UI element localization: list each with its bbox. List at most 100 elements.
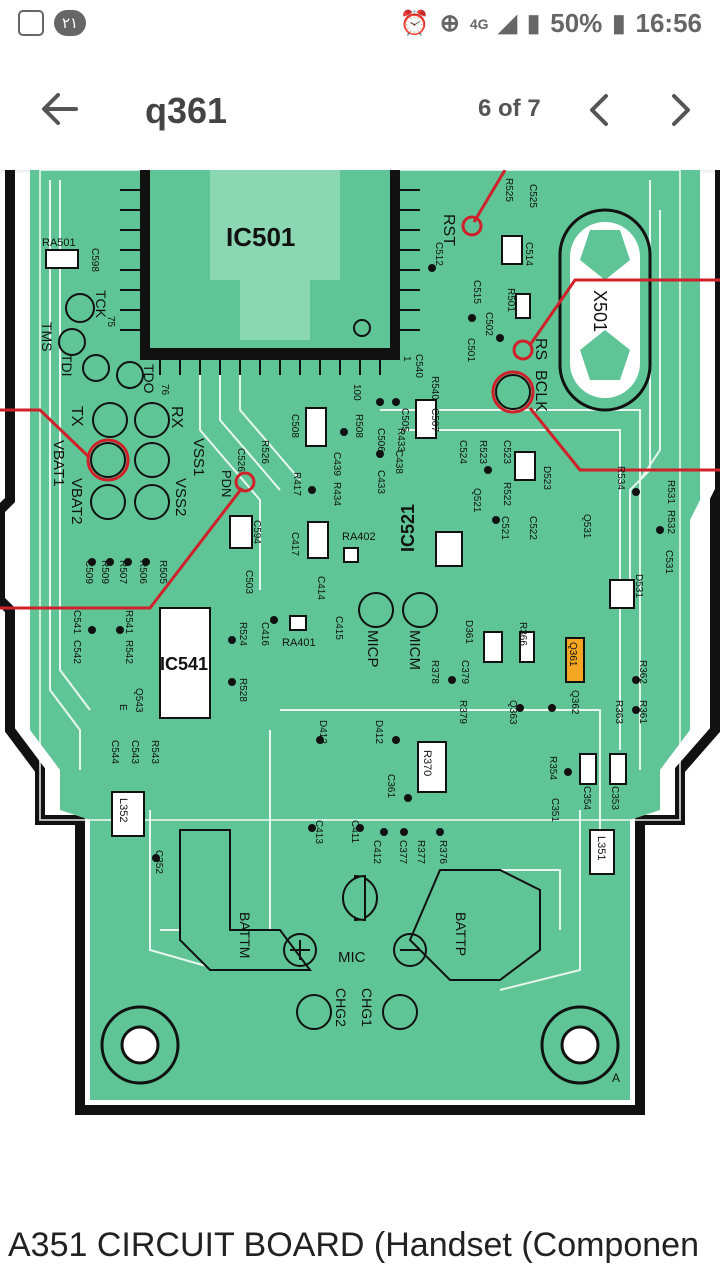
component-designator: R501 [505, 288, 516, 312]
component-designator: R522 [501, 482, 512, 506]
component-designator: C598 [89, 248, 100, 272]
micm-label: MICM [406, 630, 423, 670]
component-designator: C354 [581, 786, 592, 810]
component-designator: C523 [501, 440, 512, 464]
component-designator: R532 [665, 510, 676, 534]
component-designator: C351 [549, 798, 560, 822]
component-designator: C509 [83, 560, 94, 584]
component-designator: C512 [433, 242, 444, 266]
component-designator: C438 [393, 450, 404, 474]
component-designator: C531 [663, 550, 674, 574]
component-designator: R376 [437, 840, 448, 864]
component-designator: C542 [71, 640, 82, 664]
component-designator: 1 [401, 356, 412, 362]
chg2-label: CHG2 [333, 988, 349, 1027]
component-designator: C544 [109, 740, 120, 764]
previous-match-button[interactable] [580, 90, 620, 130]
component-designator: Q362 [569, 690, 580, 715]
component-designator: R366 [517, 622, 528, 646]
component-designator: R361 [637, 700, 648, 724]
rs-label: RS [532, 338, 549, 360]
ic541-label: IC541 [160, 654, 208, 674]
vss1-label: VSS1 [190, 438, 207, 476]
r370-label: R370 [421, 750, 433, 776]
back-arrow-icon[interactable] [38, 87, 82, 131]
component-designator: R540 [429, 376, 440, 400]
ra402-label: RA402 [342, 531, 376, 543]
battery-percent: 50% [550, 8, 603, 38]
component-designator: R378 [429, 660, 440, 684]
status-left: ٢١ [18, 10, 86, 36]
circuit-board-image[interactable]: IC501 IC521 IC541 X501 RST RS BCLK TCK T… [0, 170, 720, 1170]
component-designator: R528 [237, 678, 248, 702]
component-designator: R507 [117, 560, 128, 584]
clock: 16:56 [635, 8, 703, 38]
pcb-drawing: IC501 IC521 IC541 X501 RST RS BCLK TCK T… [0, 170, 720, 1115]
component-designator: R506 [137, 560, 148, 584]
rx-label: RX [168, 406, 185, 429]
status-right: ⏰ ⊕ 4G ◢ ▮ 50% ▮ 16:56 [400, 8, 702, 39]
component-designator: C540 [413, 354, 424, 378]
component-designator: R543 [149, 740, 160, 764]
component-designator: C413 [313, 820, 324, 844]
component-designator: R362 [637, 660, 648, 684]
component-designator: C416 [259, 622, 270, 646]
component-designator: C521 [499, 516, 510, 540]
vss2-label: VSS2 [172, 478, 189, 516]
component-designator: R524 [237, 622, 248, 646]
ra401-label: RA401 [282, 637, 316, 649]
component-designator: C506 [375, 428, 386, 452]
l352-label: L352 [117, 798, 129, 822]
component-designator: D413 [317, 720, 328, 744]
component-designator: C412 [371, 840, 382, 864]
component-designator: 76 [159, 384, 170, 396]
component-designator: C502 [483, 312, 494, 336]
document-title: q361 [145, 90, 228, 131]
component-designator: Q363 [507, 700, 518, 725]
vbat2-label: VBAT2 [68, 478, 85, 524]
network-type: 4G [469, 15, 489, 32]
battery-icon: ▮ [612, 10, 626, 37]
component-designator: C379 [459, 660, 470, 684]
q361-label: Q361 [567, 642, 578, 667]
component-designator: C501 [465, 338, 476, 362]
component-designator: Q531 [581, 514, 592, 539]
component-designator: D523 [541, 466, 552, 490]
l351-label: L351 [595, 836, 607, 860]
component-designator: R509 [99, 560, 110, 584]
rst-label: RST [440, 214, 457, 246]
component-designator: C415 [333, 616, 344, 640]
alarm-icon: ⏰ [399, 10, 430, 37]
component-designator: R534 [615, 466, 626, 490]
component-designator: C505 [399, 408, 410, 432]
ra501-label: RA501 [42, 237, 76, 249]
corner-a-label: A [612, 1071, 620, 1085]
battp-label: BATTP [453, 912, 469, 956]
component-designator: Q521 [471, 488, 482, 513]
component-designator: C541 [71, 610, 82, 634]
component-designator: C361 [385, 774, 396, 798]
component-designator: C508 [289, 414, 300, 438]
pdn-label: PDN [219, 470, 234, 497]
component-designator: C439 [331, 452, 342, 476]
component-designator: 100 [351, 384, 362, 401]
component-designator: C507 [429, 408, 440, 432]
component-designator: C515 [471, 280, 482, 304]
signal-icon: ◢ [498, 10, 518, 37]
signal-bars-icon: ▮ [527, 10, 541, 37]
q361-highlight [565, 637, 585, 683]
mic-label: MIC [338, 949, 366, 966]
component-designator: R542 [123, 640, 134, 664]
component-designator: C414 [315, 576, 326, 600]
component-designator: R508 [353, 414, 364, 438]
component-designator: C524 [457, 440, 468, 464]
next-match-button[interactable] [660, 90, 700, 130]
tdo-label: TDO [141, 364, 157, 394]
component-designator: R541 [123, 610, 134, 634]
component-designator: C503 [243, 570, 254, 594]
component-designator: D412 [373, 720, 384, 744]
ic521-label: IC521 [398, 504, 418, 552]
battm-label: BATTM [237, 912, 253, 958]
component-designator: C417 [289, 532, 300, 556]
